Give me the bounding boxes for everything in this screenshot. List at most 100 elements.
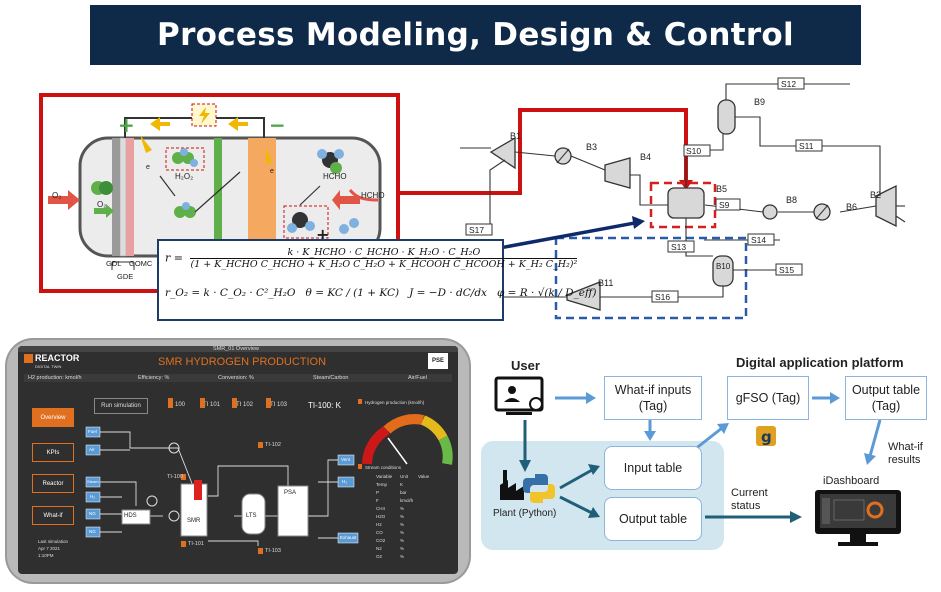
reactor-logo-sub: DIGITAL TWIN: [35, 364, 62, 369]
gomc-label: GOMC: [129, 259, 153, 268]
stream-row-cell: bar: [400, 490, 407, 495]
unit-lts: [241, 493, 266, 535]
block-b11-compressor: [566, 281, 601, 311]
tag-ti100: TI-100: [167, 474, 183, 480]
ti100-readout: TI-100: K: [308, 401, 341, 410]
label-hds: HDS: [124, 513, 137, 519]
stream-s9: S9: [719, 200, 730, 210]
reactor-dashed-box: [649, 181, 717, 229]
stream-col-value: Value: [418, 474, 430, 479]
stream-row-cell: K: [400, 482, 404, 487]
stream-col-unit: Unit: [400, 474, 409, 479]
electron-right-label: e: [270, 168, 274, 175]
title-banner: Process Modeling, Design & Control: [90, 5, 861, 65]
inlet-fuel-label: Fuel: [88, 429, 97, 434]
stream-s13: S13: [671, 242, 687, 252]
kpi-air-fuel: Air/Fuel: [408, 375, 427, 381]
stream-row-cell: %: [400, 554, 405, 559]
user-label: User: [511, 358, 540, 373]
temp-ti102: TI 102: [236, 402, 254, 408]
block-b2-compressor: [875, 184, 897, 228]
smr-burner: [194, 480, 202, 500]
stream-row-cell: %: [400, 546, 405, 551]
equation-panel: r = k · K_HCHO · C_HCHO · K_H₂O · C_H₂O …: [157, 239, 597, 321]
stream-row-cell: %: [400, 506, 405, 511]
stream-row-cell: H2O: [376, 514, 386, 519]
nav-overview[interactable]: Overview: [32, 408, 74, 427]
inlet-ng-2: [85, 526, 101, 538]
page-title: Process Modeling, Design & Control: [157, 17, 794, 53]
stream-row-cell: O2: [376, 554, 383, 559]
nav-kpis[interactable]: KPIs: [32, 443, 74, 462]
stream-row-cell: P: [376, 490, 380, 495]
ro2-equation: r_O₂ = k · C_O₂ · C²_H₂O: [165, 287, 296, 299]
label-b1: B1: [510, 131, 522, 141]
lightning-icon: [199, 107, 210, 124]
stream-row-cell: F: [376, 498, 379, 503]
inlet-ng-1: [85, 508, 101, 520]
platform-title: Digital application platform: [736, 355, 904, 370]
hcho-mid-label: HCHO: [323, 172, 347, 181]
equation-link-arrow: [477, 220, 641, 254]
o2-gas-label: O₂: [97, 200, 107, 209]
footer-last-sim: Last simulation: [38, 539, 69, 544]
current-arrow-icon: [150, 117, 170, 131]
gauge-title: Hydrogen production (kmol/h): [365, 400, 425, 405]
gdl-layer: [112, 138, 120, 256]
reactor-logo: REACTOR: [35, 353, 80, 363]
temp-ti100: TI 100: [168, 402, 186, 408]
stream-row-cell: Temp: [376, 482, 388, 487]
run-simulation-button[interactable]: Run simulation: [94, 398, 148, 414]
node-platform-output: Output table (Tag): [845, 376, 927, 420]
nav-whatif[interactable]: What-if: [32, 506, 74, 525]
temp-ti103: TI 103: [270, 402, 288, 408]
temp-ti101: TI 101: [203, 402, 221, 408]
stream-col-variable: Variable: [376, 474, 393, 479]
stream-s11: S11: [799, 141, 814, 151]
stream-row-cell: CO2: [376, 538, 386, 543]
stream-row-cell: CO: [376, 530, 383, 535]
separation-dashed-box: [554, 236, 748, 320]
stream-s10: S10: [686, 146, 702, 156]
block-b4-compressor: [604, 157, 631, 189]
inlet-fuel: [85, 426, 101, 438]
label-smr: SMR: [187, 518, 201, 524]
stream-row-cell: kmol/h: [400, 498, 414, 503]
label-b5: B5: [716, 184, 728, 194]
inlet-ng1-label: NG: [89, 511, 96, 516]
stream-s17: S17: [469, 225, 485, 235]
label-b3: B3: [586, 142, 598, 152]
inlet-air-label: Air: [89, 447, 95, 452]
gomc-layer: [126, 138, 134, 256]
outlet-h2: [337, 476, 355, 488]
rate-denominator: (1 + K_HCHO C_HCHO + K_H₂O C_H₂O + K_HCO…: [190, 259, 578, 270]
dashboard-title: SMR HYDROGEN PRODUCTION: [158, 356, 327, 368]
o2-inlet-arrow: [48, 190, 80, 210]
kpi-steam-carbon: Steam/Carbon: [313, 375, 349, 381]
label-whatif-results: What-if results: [888, 441, 923, 466]
label-b9: B9: [754, 97, 766, 107]
pse-logo: PSE: [428, 353, 448, 369]
label-b6: B6: [846, 202, 858, 212]
svg-text:g: g: [761, 428, 772, 446]
gde-label: GDE: [117, 272, 134, 281]
tag-ti103: TI-103: [265, 548, 281, 554]
theta-equation: θ = KC / (1 + KC): [305, 287, 400, 299]
tag-ti102: TI-102: [265, 442, 281, 448]
label-b2: B2: [870, 190, 882, 200]
nav-reactor[interactable]: Reactor: [32, 474, 74, 493]
plant-label: Plant (Python): [493, 508, 557, 519]
stream-conditions-title: Stream conditions: [365, 465, 402, 470]
hcho-inlet-label: HCHO: [361, 191, 385, 200]
reactor-logo-icon: [24, 354, 33, 363]
label-b4: B4: [640, 152, 652, 162]
rate-numerator: k · K_HCHO · C_HCHO · K_H₂O · C_H₂O: [190, 247, 578, 259]
dashboard-screen: SMR_01 Overview REACTOR DIGITAL TWIN SMR…: [18, 346, 458, 574]
label-lts: LTS: [246, 513, 257, 519]
gfso-icon: [756, 426, 776, 446]
minus-sign: −: [269, 113, 286, 137]
stream-s12: S12: [781, 79, 797, 89]
label-b10: B10: [716, 262, 731, 271]
node-input-table: Input table: [604, 446, 702, 490]
outlet-exhaust: [337, 532, 359, 544]
